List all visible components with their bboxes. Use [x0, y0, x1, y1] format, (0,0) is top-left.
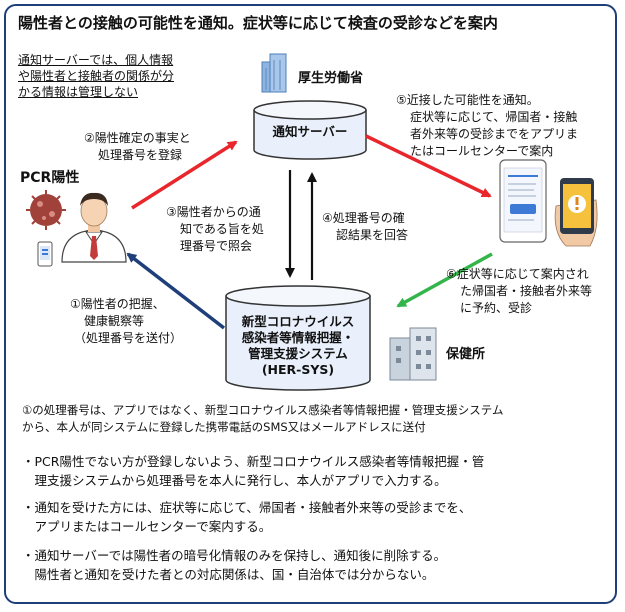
- health-center-label: 保健所: [446, 347, 486, 362]
- step1-line: 健康観察等: [84, 314, 145, 328]
- step2-line: ②陽性確定の事実と: [84, 131, 191, 145]
- hersys-line: 管理支援システム: [248, 346, 348, 361]
- hersys-label: 新型コロナウイルス 感染者等情報把握・ 管理支援システム (HER-SYS): [226, 314, 370, 378]
- phone-icon: [37, 241, 53, 267]
- step1-line: ①陽性者の把握、: [70, 297, 165, 311]
- step1-line: （処理番号を送付）: [74, 331, 183, 345]
- step2-line: 処理番号を登録: [98, 148, 183, 162]
- step1-label: ①陽性者の把握、 健康観察等 （処理番号を送付）: [70, 296, 182, 347]
- health-center-building-icon: [389, 327, 437, 381]
- mhlw-building-icon: [261, 53, 287, 93]
- privacy-note: 通知サーバーでは、個人情報 や陽性者と接触者の関係が分 かる情報は管理しない: [18, 52, 174, 100]
- server-cylinder: [253, 100, 367, 160]
- step5-line: 者外来等の受診までをアプリま: [410, 127, 579, 141]
- warning-phone-icon: [554, 178, 598, 247]
- footnote-line: ①の処理番号は、アプリではなく、新型コロナウイルス感染者等情報把握・管理支援シス…: [22, 403, 504, 417]
- bullet-line: ・PCR陽性でない方が登録しないよう、新型コロナウイルス感染者等情報把握・管: [22, 454, 485, 469]
- step6-label: ⑥症状等に応じて案内され た帰国者・接触者外来等 に予約、受診: [446, 266, 592, 317]
- step2-label: ②陽性確定の事実と 処理番号を登録: [84, 130, 191, 164]
- step6-line: た帰国者・接触者外来等: [460, 284, 593, 298]
- app-screen-icon: [499, 159, 547, 243]
- step6-line: ⑥症状等に応じて案内され: [446, 267, 589, 281]
- bullet-line: アプリまたはコールセンターで案内する。: [22, 519, 272, 534]
- bullet-line: ・通知を受けた方には、症状等に応じて、帰国者・接触者外来等の受診までを、: [22, 500, 472, 515]
- mhlw-label: 厚生労働省: [298, 71, 364, 86]
- step5-label: ⑤近接した可能性を通知。 症状等に応じて、帰国者・接触 者外来等の受診までをアプ…: [396, 92, 578, 160]
- step6-line: に予約、受診: [460, 301, 533, 315]
- step5-line: たはコールセンターで案内: [410, 144, 554, 158]
- step3-line: 知である旨を処: [180, 222, 264, 236]
- step4-line: 認結果を回答: [336, 228, 409, 242]
- server-label: 通知サーバー: [272, 124, 348, 139]
- note-line: 通知サーバーでは、個人情報: [18, 53, 174, 67]
- step5-line: 症状等に応じて、帰国者・接触: [410, 110, 578, 124]
- arrow-register: [131, 140, 238, 210]
- note-line: かる情報は管理しない: [18, 85, 139, 99]
- step3-label: ③陽性者からの通 知である旨を処 理番号で照会: [166, 204, 264, 255]
- bullet-line: 理支援システムから処理番号を本人に発行し、本人がアプリで入力する。: [22, 473, 447, 488]
- page-title: 陽性者との接触の可能性を通知。症状等に応じて検査の受診などを案内: [18, 14, 498, 32]
- hersys-line: 新型コロナウイルス: [241, 314, 355, 329]
- footnote: ①の処理番号は、アプリではなく、新型コロナウイルス感染者等情報把握・管理支援シス…: [22, 402, 503, 436]
- step3-line: 理番号で照会: [180, 239, 253, 253]
- bullet-1: ・PCR陽性でない方が登録しないよう、新型コロナウイルス感染者等情報把握・管 理…: [22, 452, 484, 490]
- step3-line: ③陽性者からの通: [166, 205, 261, 219]
- arrow-monitoring: [126, 252, 226, 330]
- arrow-notify: [365, 134, 492, 198]
- bullet-line: ・通知サーバーでは陽性者の暗号化情報のみを保持し、通知後に削除する。: [22, 548, 447, 563]
- bullet-3: ・通知サーバーでは陽性者の暗号化情報のみを保持し、通知後に削除する。 陽性者と通…: [22, 546, 446, 584]
- footnote-line: から、本人が同システムに登録した携帯電話のSMS又はメールアドレスに送付: [22, 420, 426, 434]
- step4-line: ④処理番号の確: [322, 211, 405, 225]
- step5-line: ⑤近接した可能性を通知。: [396, 93, 539, 107]
- arrow-visit: [396, 252, 493, 308]
- hersys-line: 感染者等情報把握・: [241, 330, 355, 345]
- hersys-cylinder: [225, 285, 371, 391]
- pcr-positive-label: PCR陽性: [20, 170, 80, 186]
- step4-label: ④処理番号の確 認結果を回答: [322, 210, 408, 244]
- hersys-line: (HER-SYS): [261, 362, 335, 377]
- person-icon: [61, 192, 127, 263]
- outer-frame: [4, 4, 617, 604]
- bullet-line: 陽性者と通知を受けた者との対応関係は、国・自治体では分からない。: [22, 567, 435, 582]
- bullet-2: ・通知を受けた方には、症状等に応じて、帰国者・接触者外来等の受診までを、 アプリ…: [22, 498, 471, 536]
- note-line: や陽性者と接触者の関係が分: [18, 69, 175, 83]
- virus-icon: [26, 190, 66, 230]
